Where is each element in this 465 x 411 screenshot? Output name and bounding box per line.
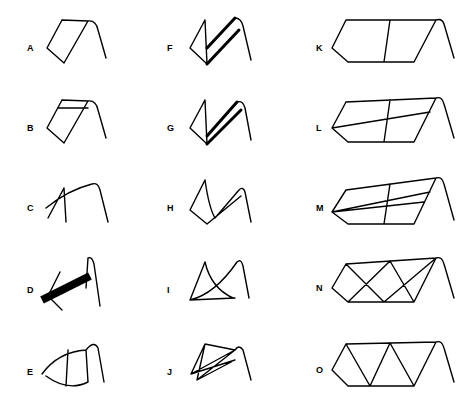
figure-letter: M: [316, 204, 324, 213]
frame-lines: [332, 20, 454, 63]
frame-lines: [46, 184, 108, 222]
figure-letter: J: [167, 368, 172, 377]
frame-f: [190, 18, 251, 64]
frame-k: [332, 20, 454, 63]
frame-h: [190, 180, 251, 224]
frame-l: [332, 98, 454, 142]
figure-letter: F: [167, 44, 173, 53]
frame-lines: [48, 258, 100, 310]
figure-letter: H: [167, 204, 174, 213]
figure-letter: B: [27, 124, 34, 133]
frame-b: [47, 100, 106, 143]
frame-d: [42, 258, 100, 310]
figure-letter: D: [27, 286, 34, 295]
frame-lines: [190, 100, 251, 144]
frame-g: [190, 100, 251, 144]
figure-letter: A: [27, 44, 34, 53]
frame-lines: [332, 98, 454, 142]
figure-letter: K: [316, 44, 323, 53]
frame-lines: [42, 344, 104, 386]
frame-n: [332, 258, 454, 302]
frame-e: [42, 344, 104, 386]
frame-i: [190, 261, 249, 300]
frame-m: [332, 178, 454, 224]
frame-a: [47, 20, 106, 63]
frame-c: [46, 184, 108, 222]
frame-lines: [191, 344, 251, 380]
figure-letter: L: [316, 124, 322, 133]
frame-lines: [332, 258, 454, 302]
frame-lines: [190, 18, 251, 64]
frame-lines: [47, 100, 106, 143]
frame-j: [191, 344, 251, 380]
figure-letter: N: [316, 284, 323, 293]
frame-lines: [47, 20, 106, 63]
figure-letter: I: [167, 286, 170, 295]
double-stay: [207, 102, 241, 144]
figure-letter: C: [27, 204, 34, 213]
frame-o: [332, 342, 454, 386]
figure-letter: O: [316, 366, 323, 375]
frame-lines: [190, 261, 249, 300]
frame-lines: [332, 178, 454, 224]
frame-lines: [332, 342, 454, 386]
figure-letter: G: [167, 124, 174, 133]
double-stay: [207, 18, 239, 64]
frame-lines: [190, 180, 251, 224]
figure-letter: E: [27, 368, 33, 377]
